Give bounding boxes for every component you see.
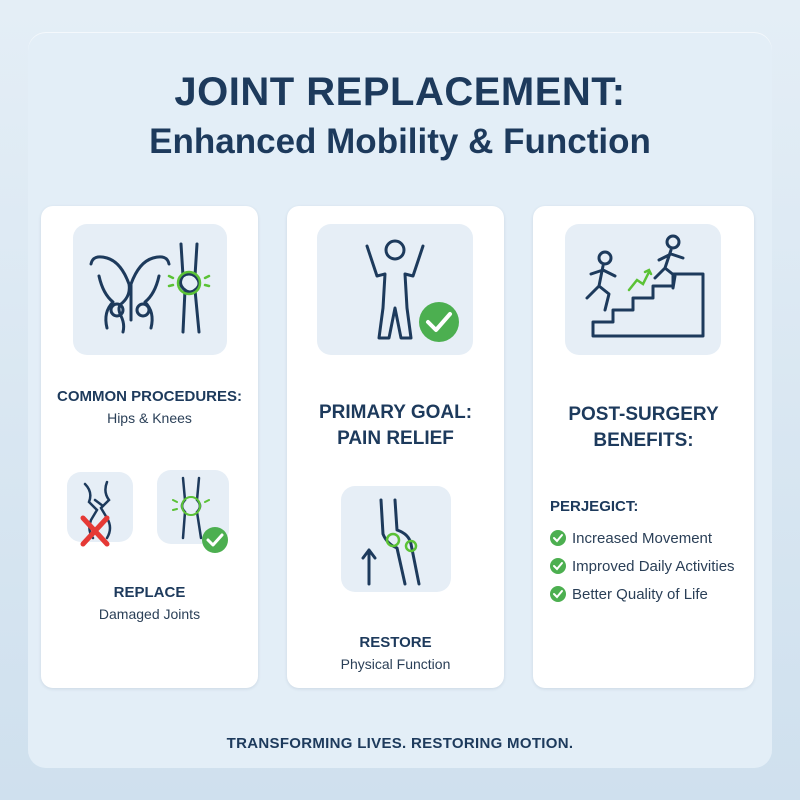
healthy-joint-icon bbox=[172, 476, 228, 553]
post-surgery-heading: POST-SURGERY bbox=[568, 404, 719, 425]
benefit-text: Improved Daily Activities bbox=[572, 557, 735, 575]
knee-bend-icon bbox=[361, 498, 421, 586]
hip-joint-icon bbox=[89, 255, 171, 334]
benefits-list-label: PERJEGICT: bbox=[550, 498, 639, 515]
benefits-heading: BENEFITS: bbox=[593, 430, 694, 451]
restore-subtext: Physical Function bbox=[340, 656, 451, 672]
card-post-surgery: POST-SURGERY BENEFITS: PERJEGICT: Increa… bbox=[533, 206, 754, 688]
benefit-text: Increased Movement bbox=[572, 529, 713, 547]
benefit-text: Better Quality of Life bbox=[572, 585, 708, 603]
knee-joint-icon bbox=[167, 242, 211, 334]
primary-goal-heading: PRIMARY GOAL: bbox=[318, 402, 473, 423]
benefits-list: Increased Movement Improved Daily Activi… bbox=[550, 524, 735, 608]
card-common-procedures: COMMON PROCEDURES: Hips & Knees bbox=[41, 206, 258, 688]
broken-joint-icon bbox=[80, 480, 112, 547]
knee-bend-icon-box bbox=[341, 486, 451, 592]
hip-knee-icon-box bbox=[73, 224, 227, 355]
arms-raised-icon-box bbox=[317, 224, 473, 355]
healthy-joint-box bbox=[157, 470, 229, 553]
list-item: Improved Daily Activities bbox=[550, 552, 735, 580]
person-arms-raised-icon bbox=[365, 239, 459, 342]
footer-tagline: TRANSFORMING LIVES. RESTORING MOTION. bbox=[226, 735, 574, 752]
check-circle-icon bbox=[550, 586, 566, 602]
broken-joint-box bbox=[67, 472, 133, 547]
replace-heading: REPLACE bbox=[113, 584, 186, 601]
restore-heading: RESTORE bbox=[359, 634, 432, 651]
climbing-stairs-icon bbox=[585, 234, 705, 338]
common-procedures-heading: COMMON PROCEDURES: bbox=[56, 388, 242, 405]
page-subtitle: Enhanced Mobility & Function bbox=[149, 122, 651, 161]
stairs-icon-box bbox=[565, 224, 721, 355]
page-title: JOINT REPLACEMENT: bbox=[174, 70, 626, 114]
check-circle-icon bbox=[550, 530, 566, 546]
pain-relief-heading: PAIN RELIEF bbox=[337, 428, 454, 449]
replace-subtext: Damaged Joints bbox=[98, 606, 201, 622]
list-item: Better Quality of Life bbox=[550, 580, 735, 608]
list-item: Increased Movement bbox=[550, 524, 735, 552]
check-circle-icon bbox=[550, 558, 566, 574]
common-procedures-subtext: Hips & Knees bbox=[107, 410, 192, 426]
card-primary-goal: PRIMARY GOAL: PAIN RELIEF RESTORE Physic… bbox=[287, 206, 504, 688]
